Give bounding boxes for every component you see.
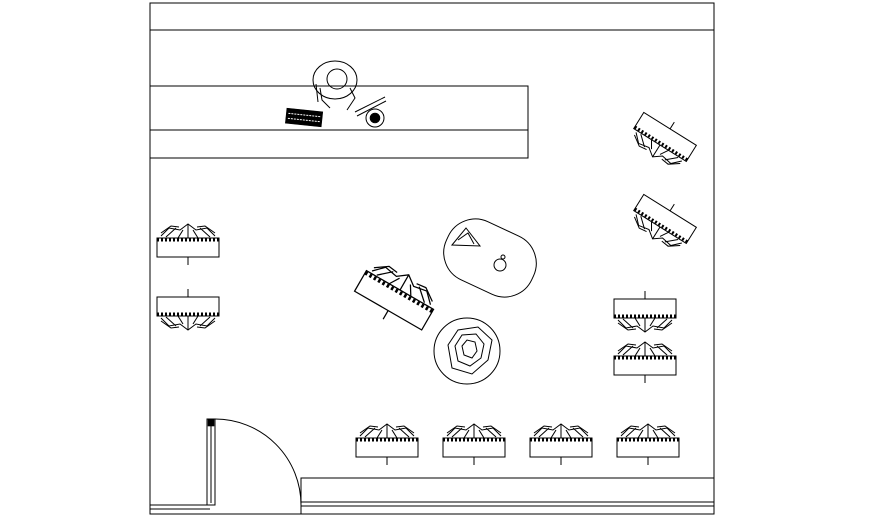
chair-bottom-2 [441,422,507,467]
chair-right-upper [624,104,703,175]
room-outline [149,2,715,515]
seated-person-icon [312,60,358,111]
reception-counter [149,85,529,159]
chair-bottom-4 [615,422,681,467]
chair-right-middle [624,186,703,257]
chair-bottom-3 [528,422,594,467]
round-coffee-table [433,317,501,385]
telephone-icon [354,96,387,128]
chair-left-top [155,222,221,267]
keyboard-icon [285,107,324,128]
chair-icons [155,104,703,467]
oval-coffee-table [443,218,537,298]
coffee-table-icons [433,218,537,385]
entrance-door [150,418,302,510]
chair-bottom-1 [354,422,420,467]
chair-left-bottom [155,287,221,332]
table-decor-leaf-icon [450,227,482,247]
chair-right-stack-bottom [612,340,678,385]
bottom-bench [300,477,715,515]
chair-center [347,253,445,341]
table-decor-bowl-icon [493,258,507,272]
chair-right-stack-top [612,289,678,334]
